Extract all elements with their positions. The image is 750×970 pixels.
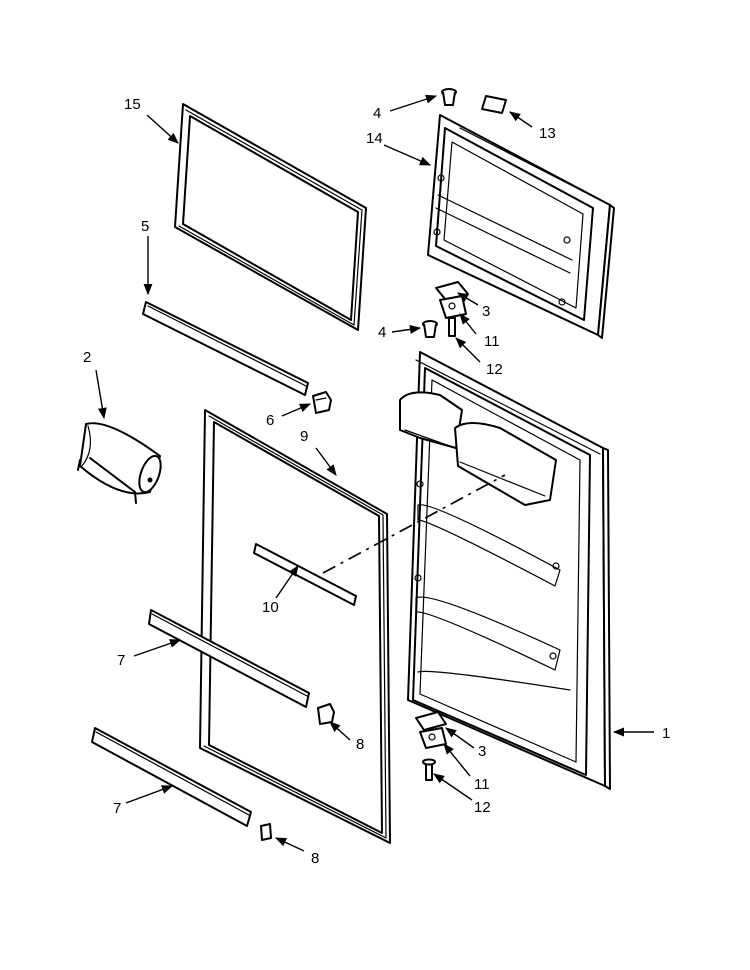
bottom-hinge-part (415, 711, 447, 781)
callout-13: 13 (539, 125, 556, 142)
callout-9: 9 (300, 428, 308, 445)
callout-8-lower: 8 (311, 850, 319, 867)
callout-6: 6 (266, 412, 274, 429)
callout-2: 2 (83, 349, 91, 366)
fresh-food-gasket-part (199, 409, 391, 844)
clip-part-8-lower (260, 823, 272, 841)
callout-7-lower: 7 (113, 800, 121, 817)
alignment-line-10 (322, 474, 506, 574)
door-shelf-trim-lower-part (91, 727, 252, 827)
callout-4-upper: 4 (373, 105, 381, 122)
callout-12-upper: 12 (486, 361, 503, 378)
freezer-gasket-part (174, 103, 367, 331)
callout-1: 1 (662, 725, 670, 742)
freezer-shelf-trim-part (142, 301, 309, 396)
callout-8-upper: 8 (356, 736, 364, 753)
callout-3-upper: 3 (482, 303, 490, 320)
shelf-trim-part-10 (253, 543, 357, 606)
leader-lines (95, 94, 654, 852)
clip-part-8-upper (317, 703, 335, 725)
callout-12-lower: 12 (474, 799, 491, 816)
door-shelf-trim-upper-part (148, 609, 310, 708)
callout-14: 14 (366, 130, 383, 147)
callout-11-lower: 11 (474, 776, 490, 793)
plug-part-4-lower (422, 320, 438, 338)
callout-7-upper: 7 (117, 652, 125, 669)
callout-4-lower: 4 (378, 324, 386, 341)
callout-5: 5 (141, 218, 149, 235)
center-hinge-part (435, 281, 469, 337)
callout-3-lower: 3 (478, 743, 486, 760)
callout-11-upper: 11 (484, 333, 500, 350)
callout-10: 10 (262, 599, 279, 616)
clip-part-6 (312, 391, 332, 414)
dairy-cover-part (77, 422, 162, 504)
fresh-food-door-part (399, 351, 611, 790)
label-part-13 (481, 95, 507, 114)
callout-labels: 15 5 2 6 9 10 7 8 7 8 4 13 14 3 11 4 12 … (83, 96, 670, 867)
plug-part-4-upper (441, 88, 457, 106)
callout-15: 15 (124, 96, 141, 113)
freezer-door-part (427, 114, 615, 339)
